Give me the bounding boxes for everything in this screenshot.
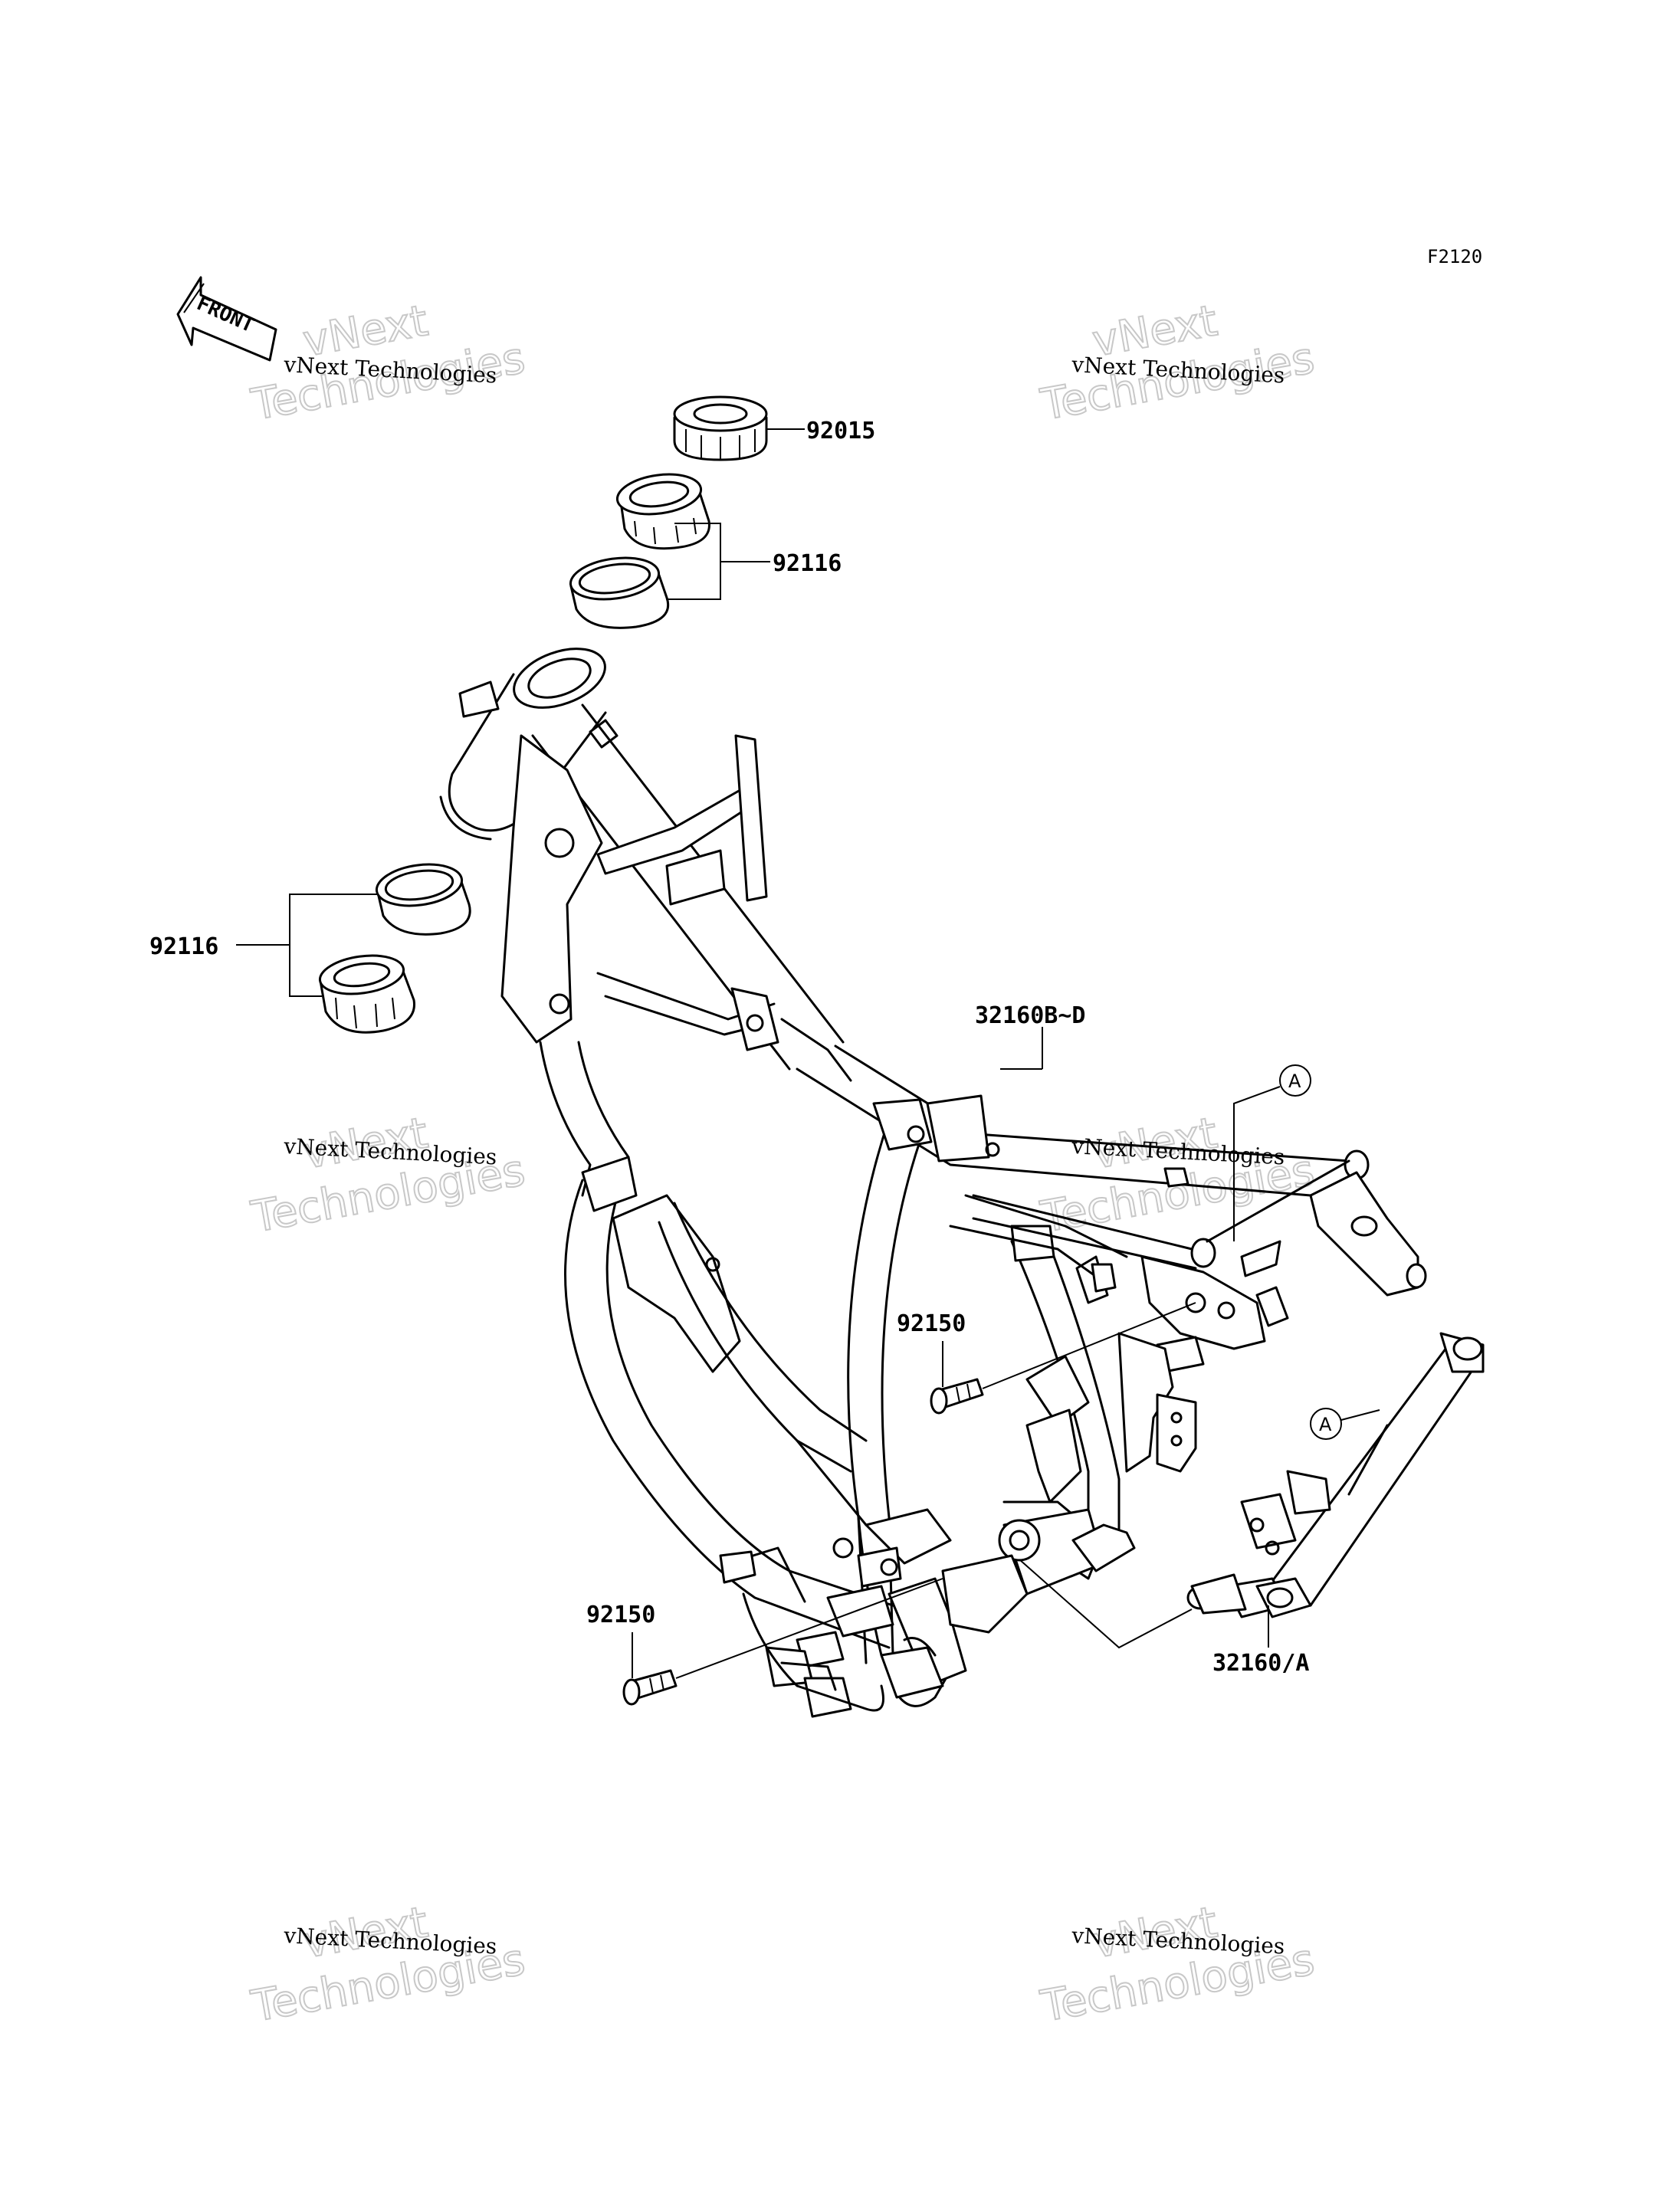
callout-a-lower: A: [1310, 1408, 1342, 1440]
callout-letter: A: [1288, 1071, 1301, 1092]
part-number-92116-upper: 92116: [773, 550, 842, 577]
main-frame-drawing: [439, 648, 1427, 1718]
bolt-part-92150-lower: [622, 1669, 678, 1706]
watermark-top-right: vNext Technologies: [1036, 295, 1319, 431]
part-number-92116-lower: 92116: [149, 933, 218, 960]
bolt-part-92150-upper: [930, 1378, 984, 1415]
part-number-92150-lower: 92150: [586, 1602, 655, 1628]
part-number-92150-upper: 92150: [897, 1310, 966, 1337]
frame-arm-part-32160-a: [1186, 1332, 1485, 1618]
callout-a-upper: A: [1279, 1064, 1311, 1097]
callout-letter: A: [1319, 1414, 1332, 1435]
front-arrow-icon: FRONT: [176, 276, 277, 362]
upper-bearing-part-92116: [615, 473, 710, 550]
lower-bearing-part-92116: [318, 954, 415, 1034]
watermark-top-left: vNext Technologies: [247, 295, 530, 431]
figure-code: F2120: [1427, 246, 1482, 267]
part-number-32160b-d: 32160B~D: [975, 1002, 1086, 1029]
part-number-32160-a: 32160/A: [1212, 1650, 1309, 1677]
upper-race-part-92116: [569, 556, 669, 629]
part-number-92015: 92015: [806, 418, 875, 444]
stem-nut-part-92015: [673, 395, 768, 461]
lower-race-part-92116: [375, 863, 471, 936]
